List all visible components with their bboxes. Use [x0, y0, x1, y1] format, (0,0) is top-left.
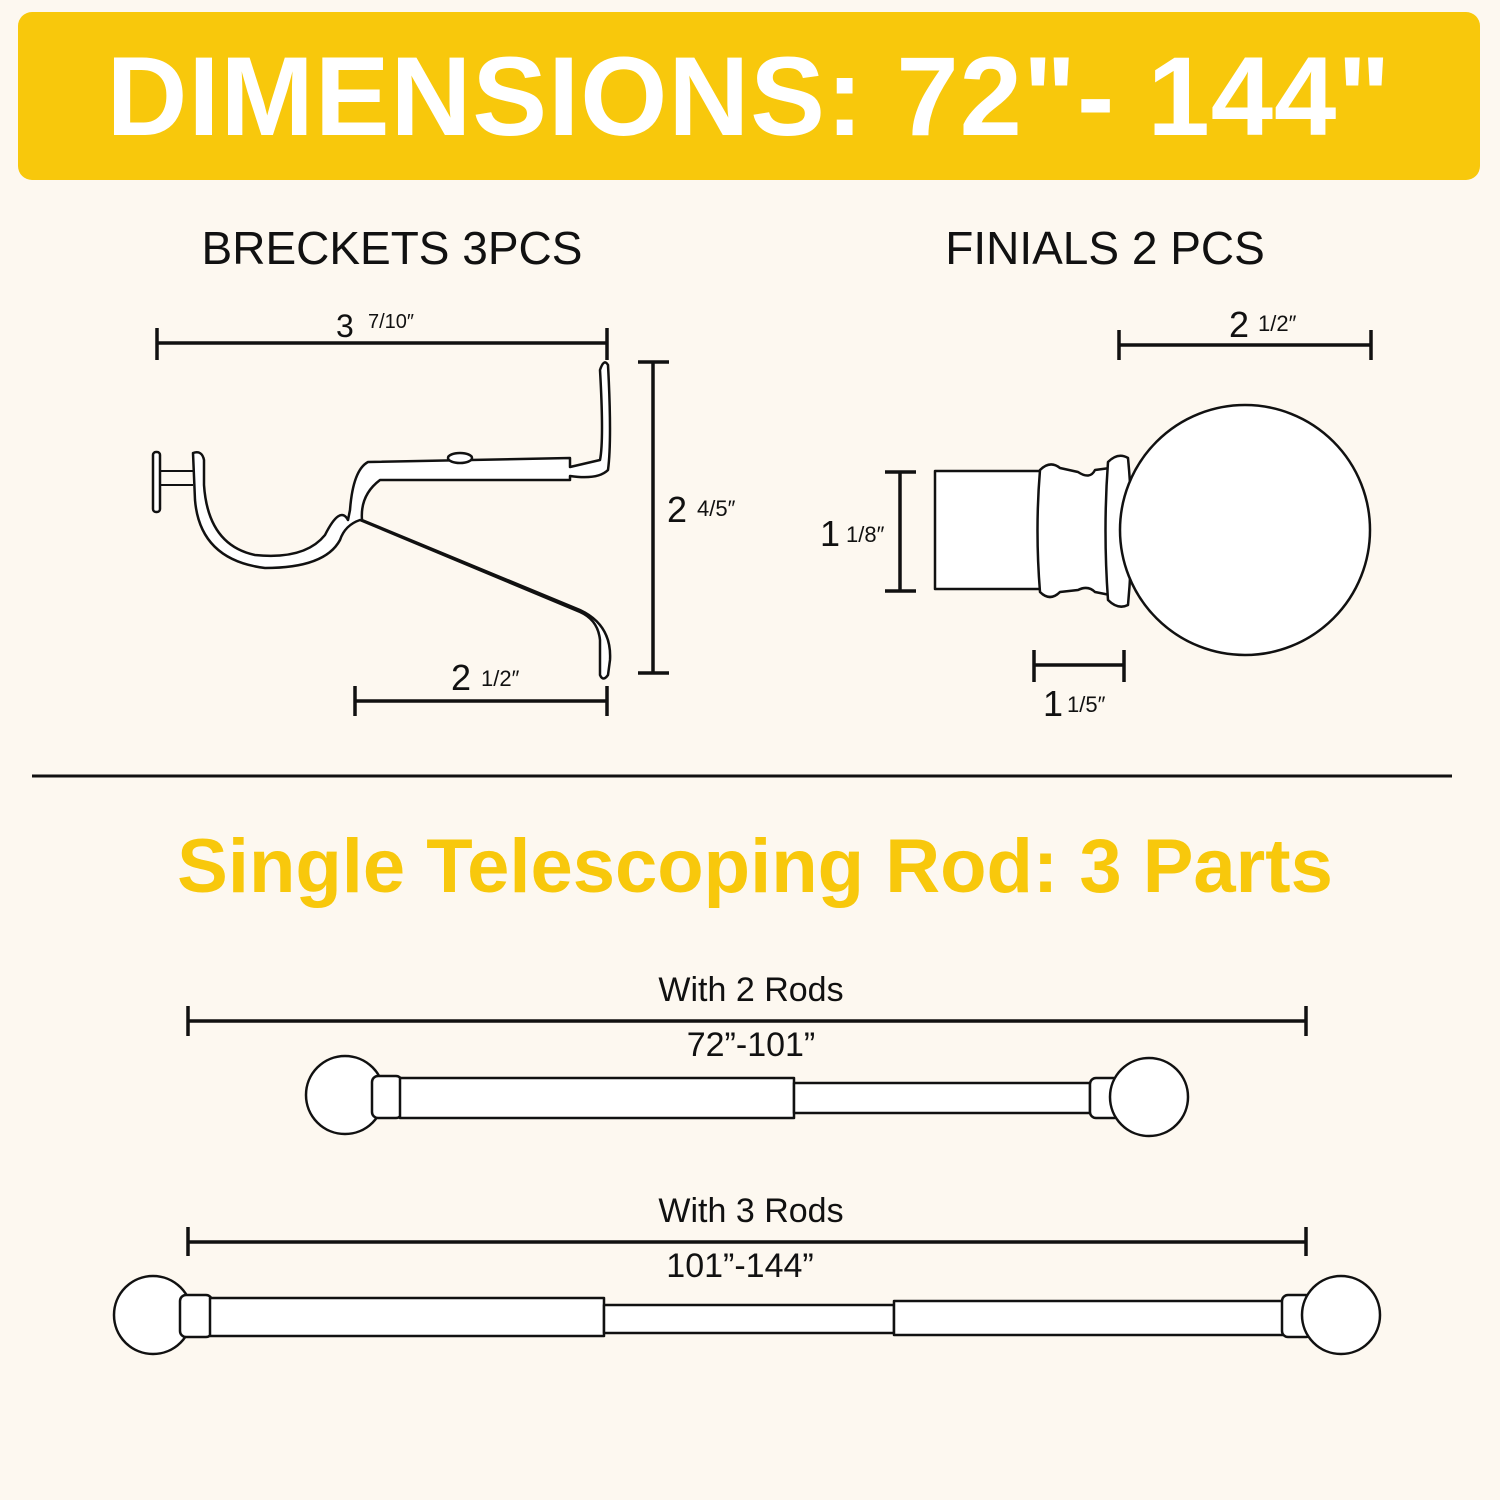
brackets-title: BRECKETS 3PCS — [202, 222, 583, 274]
bracket-illustration — [151, 361, 612, 680]
header-banner: DIMENSIONS: 72"- 144" — [18, 12, 1480, 180]
finials-title: FINIALS 2 PCS — [945, 222, 1265, 274]
svg-text:1/5″: 1/5″ — [1067, 692, 1106, 717]
rod-title: Single Telescoping Rod: 3 Parts — [177, 824, 1333, 909]
three-rod-label: With 3 Rods — [658, 1192, 843, 1230]
three-rod-range: 101”-144” — [666, 1247, 813, 1285]
svg-text:1/8″: 1/8″ — [846, 522, 885, 547]
svg-text:2: 2 — [1229, 304, 1249, 345]
svg-text:7/10″: 7/10″ — [368, 311, 414, 333]
svg-text:4/5″: 4/5″ — [697, 496, 736, 521]
bracket-width-dimension: 3 7/10″ — [155, 308, 609, 360]
three-rod-option: With 3 Rods 101”-144” — [112, 1192, 1382, 1356]
two-rod-range: 72”-101” — [687, 1026, 816, 1064]
two-rod-option: With 2 Rods 72”-101” — [186, 971, 1308, 1138]
svg-text:1: 1 — [1043, 683, 1063, 724]
finial-diameter-dimension: 1 1/8″ — [820, 470, 916, 593]
svg-text:2: 2 — [667, 489, 687, 530]
three-rod-illustration — [112, 1274, 1382, 1356]
svg-text:3: 3 — [336, 308, 354, 344]
bracket-depth-dimension: 2 1/2″ — [353, 657, 609, 716]
bracket-height-dimension: 2 4/5″ — [638, 360, 736, 675]
svg-text:1/2″: 1/2″ — [481, 666, 520, 691]
two-rod-illustration — [304, 1054, 1190, 1138]
header-title: DIMENSIONS: 72"- 144" — [106, 33, 1392, 159]
svg-text:1: 1 — [820, 513, 840, 554]
finial-neck-dimension: 1 1/5″ — [1032, 650, 1126, 724]
finial-illustration — [933, 403, 1372, 657]
finial-length-dimension: 2 1/2″ — [1117, 304, 1373, 360]
two-rod-label: With 2 Rods — [658, 971, 843, 1009]
svg-text:2: 2 — [451, 657, 471, 698]
svg-text:1/2″: 1/2″ — [1258, 311, 1297, 336]
